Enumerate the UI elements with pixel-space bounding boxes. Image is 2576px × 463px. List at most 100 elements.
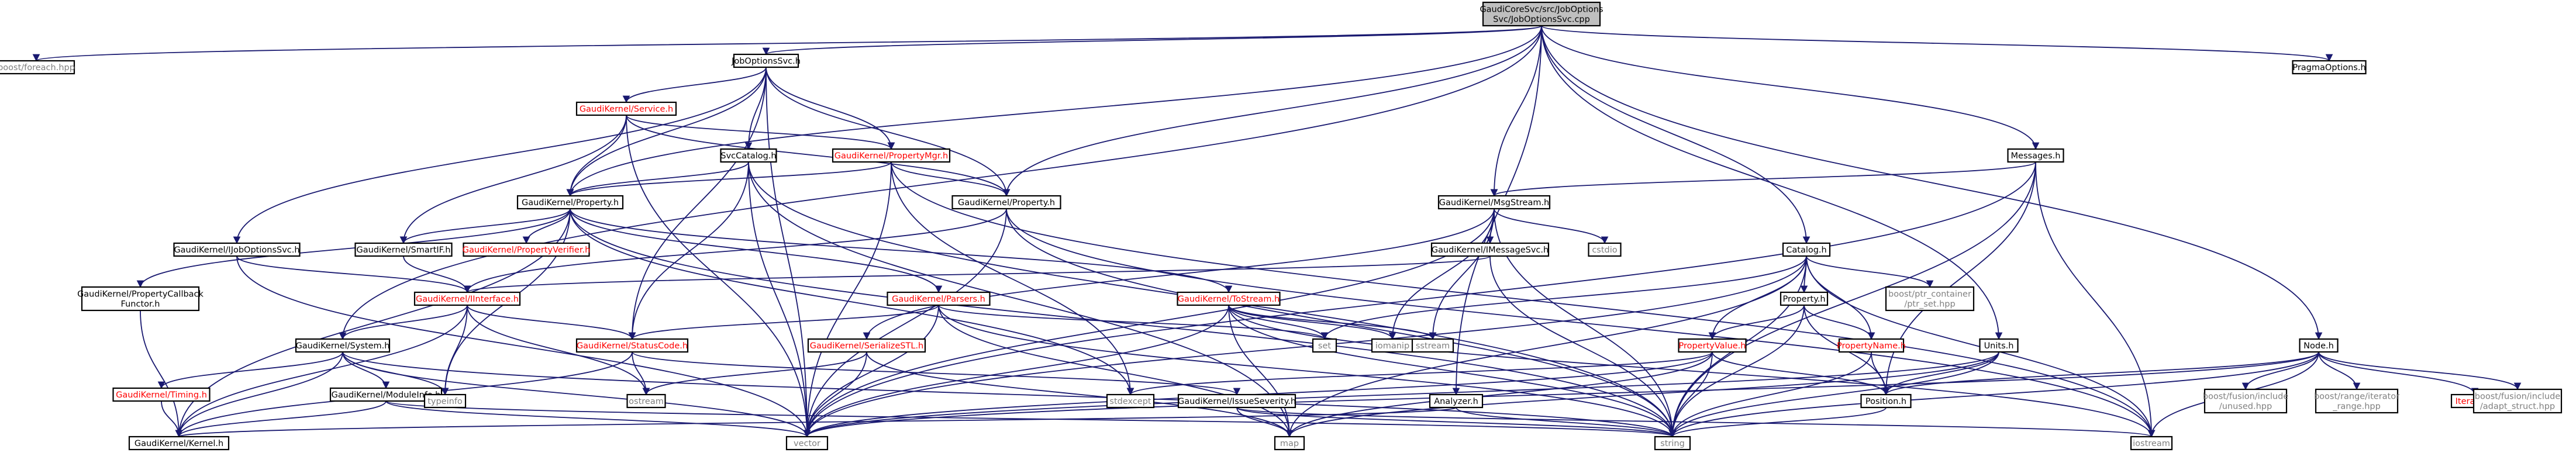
node-propertyvalue[interactable]: PropertyValue.h (1678, 338, 1747, 353)
node-moduleinfo[interactable]: GaudiKernel/ModuleInfo.h (329, 387, 443, 402)
node-label: _range.hpp (2332, 402, 2381, 412)
node-messages[interactable]: Messages.h (2007, 148, 2064, 163)
edge-node_h-to-iterrange (2318, 351, 2361, 391)
edge-root-to-isystem (339, 25, 1542, 340)
node-box (832, 148, 951, 163)
node-propertyname[interactable]: PropertyName.h (1837, 338, 1906, 353)
node-ijoboptsvc[interactable]: GaudiKernel/IJobOptionsSvc.h (173, 242, 301, 257)
edge-root-to-analyzer (1452, 25, 1542, 396)
node-kernel[interactable]: GaudiKernel/Kernel.h (128, 436, 230, 451)
node-box (1838, 338, 1905, 353)
node-map: map (1274, 436, 1305, 451)
node-imessagesvc[interactable]: GaudiKernel/IMessageSvc.h (1430, 242, 1550, 257)
edge-analyzer-to-string (1456, 407, 1677, 438)
edge-node_h-to-vector (804, 351, 2319, 438)
edge-ijoboptsvc-to-iinterface (236, 255, 471, 293)
node-box (173, 242, 301, 257)
node-property-h[interactable]: Property.h (1780, 291, 1829, 306)
node-units[interactable]: Units.h (1979, 338, 2019, 353)
edge-units-to-vector (804, 351, 1999, 438)
node-serializestl[interactable]: GaudiKernel/SerializeSTL.h (807, 338, 926, 353)
node-box (733, 53, 799, 68)
node-label: set (1318, 341, 1331, 351)
edge-messages-to-iostream (2035, 161, 2156, 438)
node-statuscode[interactable]: GaudiKernel/StatusCode.h (575, 338, 689, 353)
edge-catalog-to-set (1320, 255, 1807, 340)
edge-imessagesvc-to-string (1489, 255, 1677, 438)
node-label: typeinfo (427, 397, 463, 406)
node-label: PragmaOptions.h (2292, 63, 2365, 72)
node-stdexcept: stdexcept (1106, 393, 1155, 409)
node-label: GaudiKernel/ToStream.h (1178, 295, 1280, 304)
node-label: map (1280, 439, 1299, 448)
node-gk-property[interactable]: GaudiKernel/Property.h (516, 195, 624, 210)
node-box (1411, 338, 1454, 353)
node-service-h[interactable]: GaudiKernel/Service.h (575, 101, 677, 116)
node-root[interactable]: GaudiCoreSvc/src/JobOptionsSvc/JobOption… (1480, 1, 1603, 27)
node-isystem[interactable]: GaudiKernel/System.h (295, 338, 391, 353)
edge-issueseverity-to-string (1236, 407, 1676, 438)
edge-statuscode-to-ostream (632, 351, 650, 396)
edge-svccatalog-to-vector (748, 161, 811, 438)
node-issueseverity[interactable]: GaudiKernel/IssueSeverity.h (1177, 393, 1296, 409)
node-sstream: sstream (1411, 338, 1454, 353)
edge-propertyvalue-to-stdexcept (1127, 351, 1713, 396)
node-propmgr[interactable]: GaudiKernel/PropertyMgr.h (832, 148, 951, 163)
node-label: /unused.hpp (2219, 402, 2272, 412)
node-node-h[interactable]: Node.h (2299, 338, 2339, 353)
node-box (2292, 60, 2367, 75)
node-propverifier[interactable]: GaudiKernel/PropertyVerifier.h (463, 242, 591, 257)
node-timing[interactable]: GaudiKernel/Timing.h (112, 387, 211, 402)
node-label: vector (794, 439, 820, 448)
edge-isystem-to-moduleinfo (342, 351, 390, 389)
edge-tostream-to-set (1228, 305, 1329, 340)
node-parsers[interactable]: GaudiKernel/Parsers.h (887, 291, 991, 306)
node-box (626, 393, 666, 409)
edge-jobopt_h-to-vector (765, 67, 811, 438)
edge-messages-to-vector (803, 161, 2036, 438)
node-pragma[interactable]: PragmaOptions.h (2292, 60, 2367, 75)
edge-msgstream-to-serializestl (863, 208, 1495, 340)
node-catalog[interactable]: Catalog.h (1782, 242, 1831, 257)
node-analyzer[interactable]: Analyzer.h (1429, 393, 1484, 409)
node-box (295, 338, 391, 353)
node-gk-property2[interactable]: GaudiKernel/Property.h (951, 195, 1061, 210)
edge-service_h-to-propmgr (626, 115, 895, 150)
edge-svccatalog-to-statuscode (628, 161, 749, 340)
edge-catalog-to-iostream (1806, 255, 2156, 438)
edge-root-to-messages (1541, 25, 2040, 150)
edge-root-to-gk_property2 (1002, 25, 1542, 197)
edge-property_h-to-string (1668, 305, 1805, 438)
edge-isystem-to-vector (342, 351, 811, 438)
node-box (2315, 388, 2399, 414)
node-box (1430, 242, 1550, 257)
edge-root-to-boost_foreach (33, 25, 1542, 62)
edge-statuscode-to-issueseverity (632, 351, 1240, 396)
node-svccatalog[interactable]: SvcCatalog.h (720, 148, 777, 163)
node-position[interactable]: Position.h (1860, 393, 1912, 409)
edge-gk_property2-to-iinterface (463, 208, 1007, 293)
edge-propmgr-to-stdexcept (891, 161, 1134, 396)
node-label: GaudiCoreSvc/src/JobOptions (1480, 5, 1603, 15)
node-box (413, 291, 521, 306)
edge-tostream-to-sstream (1228, 305, 1437, 340)
node-label: boost/fusion/include (2203, 392, 2289, 402)
node-label: GaudiKernel/Service.h (580, 105, 673, 114)
node-smartif[interactable]: GaudiKernel/SmartIF.h (354, 242, 453, 257)
edge-tostream-to-map (1228, 305, 1294, 438)
node-iinterface[interactable]: GaudiKernel/IInterface.h (413, 291, 521, 306)
node-iostream: iostream (2130, 436, 2173, 451)
node-tostream[interactable]: GaudiKernel/ToStream.h (1177, 291, 1281, 306)
node-label: Svc/JobOptionsSvc.cpp (1493, 15, 1590, 25)
node-label: GaudiKernel/Property.h (522, 198, 619, 208)
edge-jobopt_h-to-propmgr (765, 67, 895, 150)
edge-service_h-to-smartif (399, 115, 627, 244)
node-label: cstdio (1592, 246, 1617, 255)
node-msgstream[interactable]: GaudiKernel/MsgStream.h (1437, 195, 1551, 210)
node-box (1588, 242, 1622, 257)
edge-jobopt_h-to-ijoboptsvc (233, 67, 767, 244)
edge-serializestl-to-map (866, 351, 1294, 438)
node-jobopt-h[interactable]: JobOptionsSvc.h (731, 53, 801, 68)
edge-messages-to-msgstream (1491, 161, 2036, 197)
